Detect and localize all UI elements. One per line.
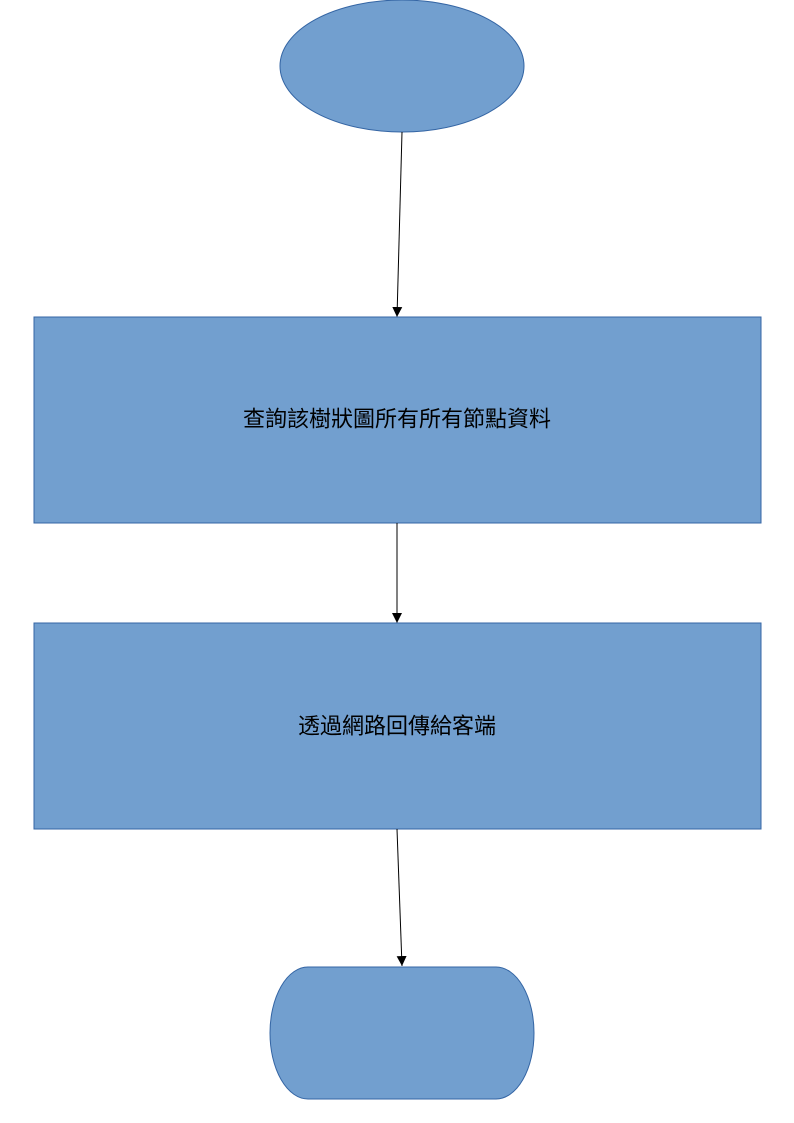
- process-node-send-box: [33, 622, 762, 830]
- end-node[interactable]: [269, 966, 535, 1100]
- process-node-query-box: [33, 316, 762, 524]
- connector-step2-to-end: [396, 828, 407, 967]
- process-node-send-label: 透過網路回傳給客端: [298, 715, 496, 740]
- start-node[interactable]: [279, 0, 525, 133]
- process-node-query[interactable]: 查詢該樹狀圖所有所有節點資料: [33, 316, 762, 524]
- process-node-send[interactable]: 透過網路回傳給客端: [33, 622, 762, 830]
- connector-start-to-step1: [392, 131, 403, 318]
- process-node-query-label: 查詢該樹狀圖所有所有節點資料: [243, 408, 551, 433]
